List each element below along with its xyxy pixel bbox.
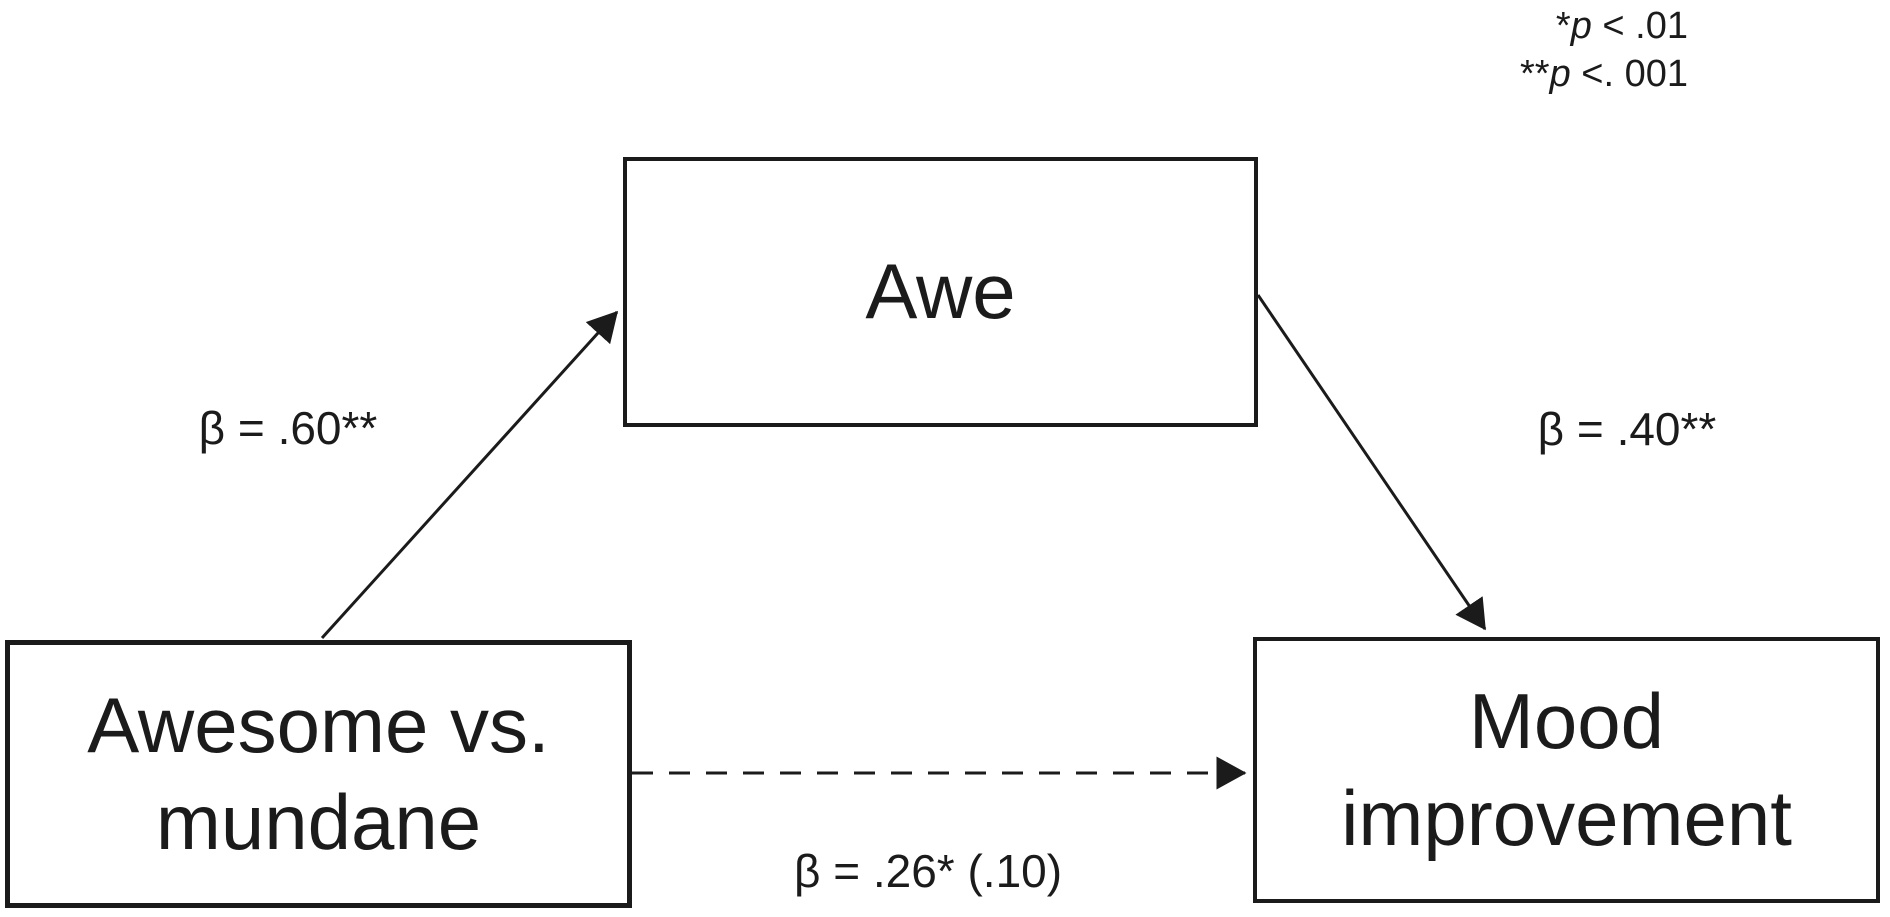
sig1-threshold: < .01 — [1591, 5, 1688, 47]
node-outcome-label: Mood improvement — [1341, 676, 1792, 863]
node-predictor-awesome-vs-mundane: Awesome vs. mundane — [5, 640, 632, 908]
node-mediator-label: Awe — [865, 247, 1016, 336]
node-predictor-label: Awesome vs. mundane — [87, 680, 550, 867]
sig2-threshold: <. 001 — [1570, 53, 1688, 95]
path-a-arrow — [320, 310, 619, 640]
node-outcome-mood-improvement: Mood improvement — [1253, 637, 1880, 903]
sig1-stars: * — [1555, 5, 1571, 47]
sig2-stars: ** — [1520, 53, 1550, 95]
legend-line-sig1: *p < .01 — [1520, 2, 1688, 50]
path-a-coefficient-label: β = .60** — [198, 402, 378, 454]
path-b-arrow — [1256, 294, 1487, 631]
node-mediator-awe: Awe — [623, 157, 1258, 427]
sig1-p-symbol: p — [1570, 5, 1592, 47]
path-c-coefficient-label: β = .26* (.10) — [793, 845, 1063, 897]
sig2-p-symbol: p — [1549, 53, 1571, 95]
legend-line-sig2: **p <. 001 — [1520, 50, 1688, 98]
significance-legend: *p < .01 **p <. 001 — [1520, 2, 1688, 98]
path-b-coefficient-label: β = .40** — [1537, 403, 1717, 455]
